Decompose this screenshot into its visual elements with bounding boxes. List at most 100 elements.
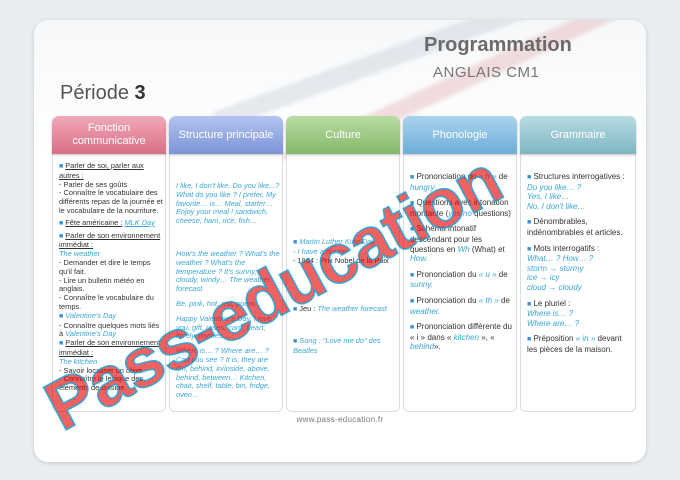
- text: Valentine's Day: [65, 329, 117, 339]
- text: Parler de soi, parler aux autres :: [59, 161, 144, 180]
- periode-label: Période 3: [60, 82, 146, 105]
- text: behind: [410, 342, 435, 352]
- text: No, I don't like…: [527, 201, 586, 211]
- bullet-icon: ■: [410, 271, 415, 279]
- bullet-icon: ■: [527, 336, 532, 344]
- header-grammaire: Grammaire: [520, 116, 636, 154]
- text: - Lire un bulletin météo en anglais.: [59, 275, 145, 294]
- bullet-icon: ■: [527, 219, 532, 227]
- column-phonologie: [403, 116, 517, 412]
- column-grammaire-content: ■ Structures interrogatives : Do you lik…: [527, 172, 633, 355]
- text: - Connaître le vocabulaire des différent…: [59, 188, 163, 215]
- text: ».: [434, 342, 441, 352]
- bullet-icon: ■: [293, 338, 298, 346]
- text: The weather forecast: [317, 304, 387, 314]
- text: Valentine's Day: [65, 310, 117, 320]
- text: storm → stormy: [527, 263, 584, 273]
- bullet-icon: ■: [527, 245, 532, 253]
- text: What… ? How… ?: [527, 254, 594, 264]
- bullet-icon: ■: [410, 200, 415, 208]
- periode-number: 3: [134, 82, 146, 104]
- column-grammaire: [520, 116, 636, 412]
- text: Where is… ? Where are… ? Can you see ? I…: [176, 346, 271, 400]
- text: Prononciation différente du « i » dans «: [410, 322, 512, 342]
- text: Parler de son environnement immédiat :: [59, 338, 161, 357]
- text: devant les pièces de la maison.: [527, 334, 622, 354]
- text: yes/no: [448, 208, 472, 218]
- page-title: Programmation: [424, 34, 572, 56]
- text: Préposition: [533, 334, 574, 344]
- column-phonologie-content: ■ Prononciation du « h » de hungry ■ Que…: [410, 172, 514, 352]
- column-fonction-content: ■ Parler de soi, parler aux autres : - P…: [59, 161, 163, 393]
- text: The kitchen: [59, 356, 98, 366]
- text: Parler de son environnement immédiat :: [59, 230, 161, 250]
- text: Questions avec intonation montante (: [410, 198, 509, 218]
- text: Martin Luther King Day: [299, 237, 375, 246]
- text: How.: [410, 254, 428, 264]
- bullet-icon: ■: [410, 297, 415, 305]
- bullet-icon: ■: [59, 312, 64, 320]
- bullet-icon: ■: [410, 226, 415, 234]
- text: Yes, I like…: [527, 192, 570, 202]
- bullet-icon: ■: [527, 300, 532, 308]
- text: - Connaître quelques mots liés à: [59, 320, 160, 339]
- column-fonction: [52, 116, 166, 412]
- text: - Savoir localiser un objet: [59, 365, 142, 375]
- text: sunny.: [410, 280, 433, 290]
- text: Dénombrables, indénombrables et articles…: [527, 217, 623, 237]
- text: - Connaître le vocabulaire du temps.: [59, 293, 154, 311]
- column-structure: [169, 116, 283, 412]
- text: How's the weather ? What's the weather ?…: [176, 248, 280, 294]
- text: Wh: [457, 244, 470, 254]
- column-structure-content: I like, I don't like. Do you like...? Wh…: [176, 181, 280, 400]
- bullet-icon: ■: [59, 163, 64, 170]
- footer-url: www.pass-education.fr: [296, 415, 384, 424]
- bullet-icon: ■: [59, 340, 64, 348]
- bullet-icon: ■: [410, 174, 415, 181]
- text: Where are… ?: [527, 318, 580, 328]
- text: Happy Valentine's Day, I love you, gift,…: [176, 313, 272, 341]
- text: de: [498, 269, 508, 279]
- text: - Connaître le lexique des éléments de c…: [59, 374, 144, 393]
- text: « in »: [575, 334, 596, 344]
- text: Jeu :: [299, 304, 316, 314]
- text: « th »: [478, 295, 499, 305]
- text: Fête américaine :: [65, 217, 123, 227]
- text: Beatles: [293, 345, 318, 355]
- text: Structures interrogatives :: [533, 172, 625, 181]
- header-fonction: Fonction communicative: [52, 116, 166, 154]
- text: kitchen: [453, 332, 479, 342]
- text: Schéma intonatif descendant pour les que…: [410, 224, 483, 254]
- text: Be, pink, hot, red, poem…: [176, 298, 262, 308]
- text: Do you like… ?: [527, 182, 582, 192]
- text: Le pluriel :: [533, 298, 571, 308]
- text: Prononciation du: [416, 295, 477, 305]
- text: « h »: [478, 172, 497, 181]
- text: I like, I don't like. Do you like...? Wh…: [176, 181, 280, 226]
- text: cloud → cloudy: [527, 282, 582, 292]
- text: ice → icy: [527, 273, 560, 283]
- bullet-icon: ■: [59, 232, 64, 240]
- column-culture-content: ■ Martin Luther King Day - I have a drea…: [293, 237, 397, 356]
- bullet-icon: ■: [59, 219, 64, 227]
- text: « u »: [478, 269, 497, 279]
- text: - Parler de ses goûts: [59, 179, 128, 189]
- text: Song : "Love me do" des: [299, 336, 381, 346]
- text: Prononciation du: [416, 269, 477, 279]
- header-structure: Structure principale: [169, 116, 283, 154]
- text: (What) et: [471, 244, 505, 254]
- text: de: [498, 172, 508, 181]
- text: », «: [481, 332, 495, 342]
- bullet-icon: ■: [410, 324, 415, 332]
- periode-text: Période: [60, 82, 129, 104]
- bullet-icon: ■: [293, 239, 298, 246]
- text: - Demander et dire le temps qu'il fait.: [59, 257, 151, 276]
- text: Mots interrogatifs :: [533, 243, 600, 253]
- page-subtitle: ANGLAIS CM1: [433, 64, 540, 81]
- text: - I have a dream: [293, 246, 347, 256]
- text: MLK Day: [124, 217, 155, 227]
- text: Prononciation du: [416, 172, 477, 181]
- text: hungry: [410, 182, 435, 192]
- text: de: [501, 295, 510, 305]
- text: The weather: [59, 249, 101, 259]
